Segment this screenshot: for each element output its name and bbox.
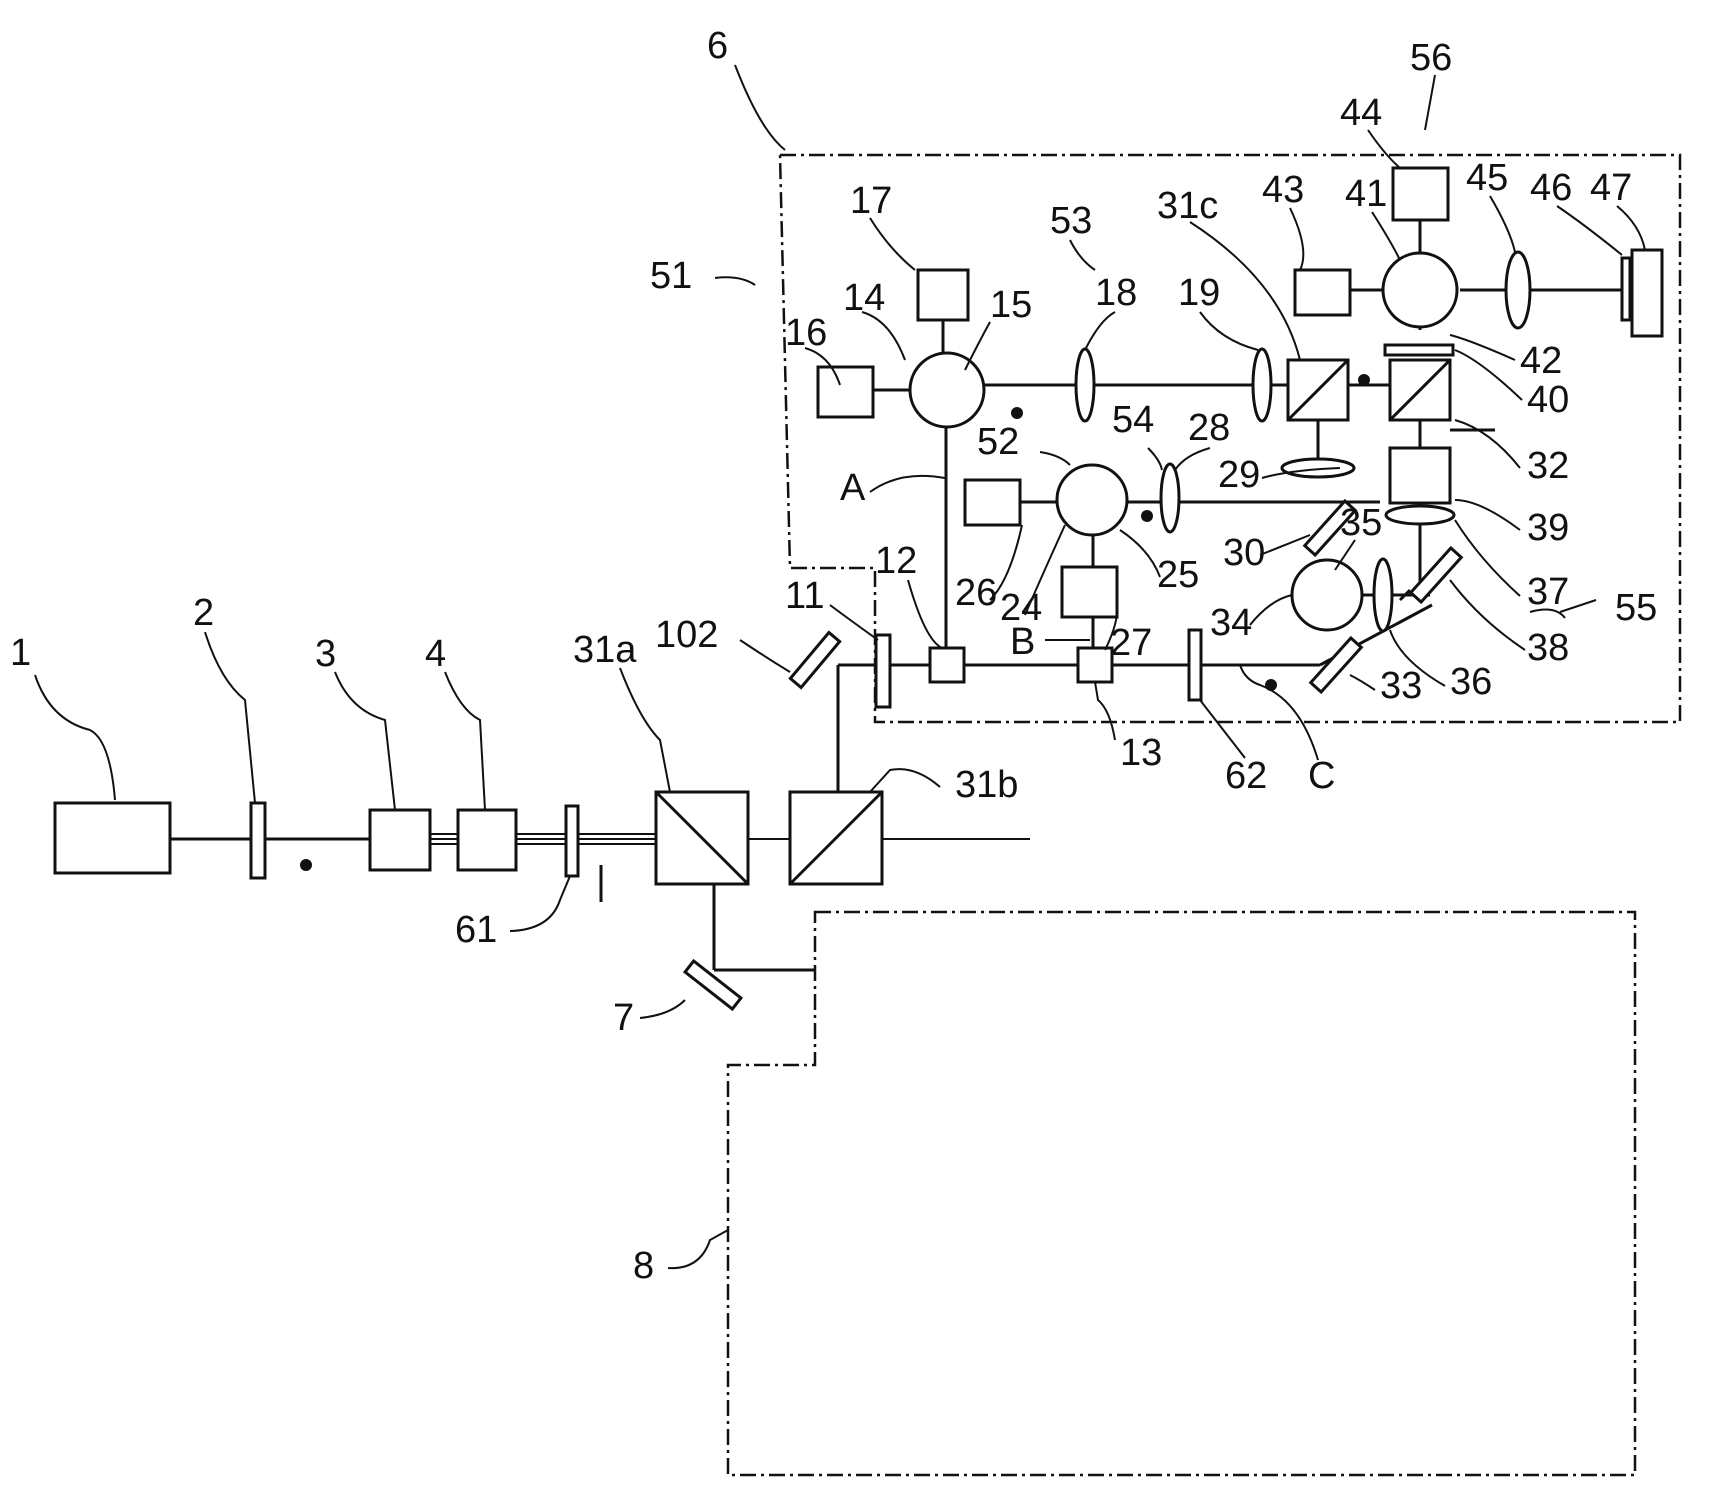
plate-46: [1622, 258, 1630, 320]
laser-1: [55, 803, 170, 873]
label-53: 53: [1050, 200, 1092, 242]
label-C: C: [1308, 755, 1335, 797]
label-A: A: [840, 467, 866, 509]
label-44: 44: [1340, 92, 1382, 134]
crystal-39: [1390, 448, 1450, 503]
lens-45: [1506, 252, 1530, 328]
crystal-41: [1383, 253, 1457, 327]
label-31c: 31c: [1157, 185, 1218, 227]
label-4: 4: [425, 633, 446, 675]
label-40: 40: [1527, 379, 1569, 421]
lens-36: [1374, 559, 1392, 631]
lens-28: [1161, 464, 1179, 532]
lens-18: [1076, 349, 1094, 421]
label-27: 27: [1110, 622, 1152, 664]
label-52: 52: [977, 421, 1019, 463]
label-33: 33: [1380, 665, 1422, 707]
label-47: 47: [1590, 167, 1632, 209]
crystal-35: [1292, 560, 1362, 630]
label-25: 25: [1157, 554, 1199, 596]
label-13: 13: [1120, 732, 1162, 774]
detector-16: [818, 367, 873, 417]
splitter-32: [1390, 360, 1450, 420]
label-51: 51: [650, 255, 692, 297]
mirror-38: [1411, 548, 1462, 602]
label-11: 11: [785, 575, 824, 617]
lens-19: [1253, 349, 1271, 421]
label-18: 18: [1095, 272, 1137, 314]
crystal-24: [1057, 465, 1127, 535]
label-15: 15: [990, 284, 1032, 326]
detector-43: [1295, 270, 1350, 315]
label-8: 8: [633, 1245, 654, 1287]
plate-62: [1189, 630, 1201, 700]
plate-2: [251, 803, 265, 878]
label-42: 42: [1520, 340, 1562, 382]
label-17: 17: [850, 180, 892, 222]
crystal-14: [910, 353, 984, 427]
enclosure-8: [728, 912, 1635, 1475]
label-37: 37: [1527, 571, 1569, 613]
label-46: 46: [1530, 167, 1572, 209]
label-30: 30: [1223, 532, 1265, 574]
detector-17: [918, 270, 968, 320]
label-55: 55: [1615, 587, 1657, 629]
label-41: 41: [1345, 173, 1387, 215]
plate-40: [1385, 345, 1453, 355]
crystal-4: [458, 810, 516, 870]
label-56: 56: [1410, 37, 1452, 79]
lens-29: [1282, 459, 1354, 477]
label-B: B: [1010, 621, 1035, 663]
label-43: 43: [1262, 169, 1304, 211]
detector-44: [1393, 168, 1448, 220]
label-31b: 31b: [955, 764, 1018, 806]
label-3: 3: [315, 633, 336, 675]
label-34: 34: [1210, 602, 1252, 644]
label-2: 2: [193, 592, 214, 634]
screen-47: [1632, 250, 1662, 336]
label-26: 26: [955, 572, 997, 614]
label-19: 19: [1178, 272, 1220, 314]
crystal-27: [1062, 567, 1117, 617]
label-31a: 31a: [573, 629, 637, 671]
label-32: 32: [1527, 445, 1569, 487]
label-1: 1: [10, 632, 31, 674]
label-54: 54: [1112, 399, 1154, 441]
label-45: 45: [1466, 157, 1508, 199]
polarization-dot: [1011, 407, 1023, 419]
label-28: 28: [1188, 407, 1230, 449]
splitter-13: [1078, 648, 1112, 682]
label-36: 36: [1450, 661, 1492, 703]
label-7: 7: [613, 997, 634, 1039]
splitter-31b: [790, 792, 882, 884]
plate-61: [566, 806, 578, 876]
label-38: 38: [1527, 627, 1569, 669]
label-6: 6: [707, 25, 728, 67]
label-102: 102: [655, 614, 718, 656]
polarization-dot: [300, 859, 312, 871]
label-12: 12: [875, 540, 917, 582]
splitter-12: [930, 648, 964, 682]
polarization-dot: [1358, 374, 1370, 386]
label-35: 35: [1340, 502, 1382, 544]
label-62: 62: [1225, 755, 1267, 797]
splitter-31c: [1288, 360, 1348, 420]
label-61: 61: [455, 909, 497, 951]
label-39: 39: [1527, 507, 1569, 549]
polarization-dot: [1141, 510, 1153, 522]
plate-11: [876, 635, 890, 707]
splitter-31a: [656, 792, 748, 884]
crystal-3: [370, 810, 430, 870]
detector-26: [965, 480, 1020, 525]
label-29: 29: [1218, 454, 1260, 496]
lens-37: [1386, 506, 1454, 524]
mirror-102: [790, 633, 839, 688]
